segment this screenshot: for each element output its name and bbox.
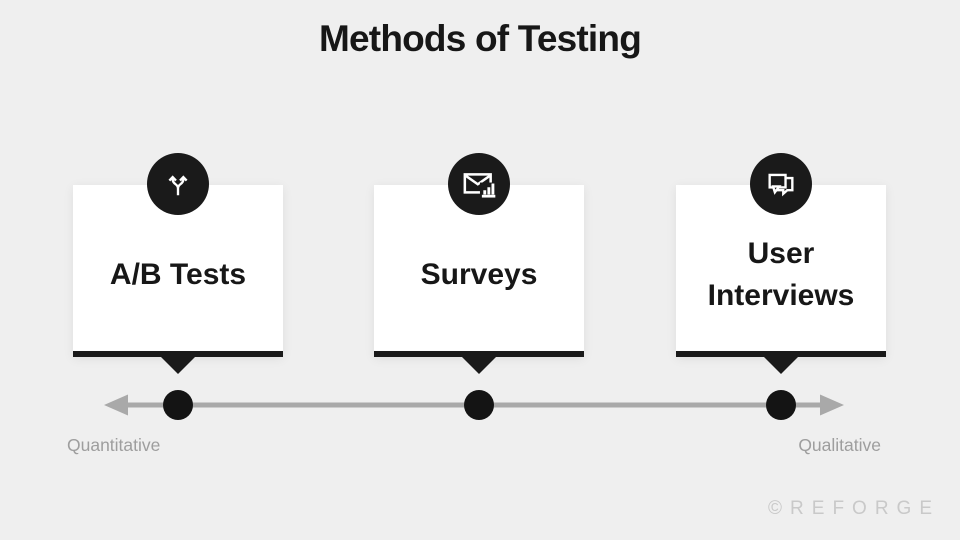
card-label: A/B Tests: [109, 258, 247, 291]
card-pointer: [764, 357, 798, 374]
card-user-interviews: User Interviews: [676, 153, 886, 374]
card-label: User Interviews: [707, 237, 855, 312]
card-label: Surveys: [420, 258, 538, 291]
survey-email-chart-icon: [448, 153, 510, 215]
split-arrows-icon-glyph: [168, 175, 188, 196]
card-bottom-bar: [676, 351, 886, 357]
card-pointer: [462, 357, 496, 374]
right-arrowhead-icon: [820, 394, 844, 416]
axis-dot: [766, 390, 796, 420]
card-ab-tests: A/B Tests: [73, 153, 283, 374]
axis-label-qualitative: Qualitative: [798, 435, 881, 455]
left-arrowhead-icon: [104, 394, 128, 416]
split-arrows-icon: [147, 153, 209, 215]
page-title: Methods of Testing: [319, 18, 642, 59]
axis-dot: [464, 390, 494, 420]
reforge-watermark: ©REFORGE: [768, 498, 940, 519]
chat-bubbles-icon: [750, 153, 812, 215]
card-bottom-bar: [73, 351, 283, 357]
card-surveys: Surveys: [374, 153, 584, 374]
chat-bubbles-icon-glyph: [768, 173, 794, 197]
card-pointer: [161, 357, 195, 374]
survey-email-chart-icon-glyph: [463, 173, 497, 199]
axis-label-quantitative: Quantitative: [67, 435, 161, 455]
card-bottom-bar: [374, 351, 584, 357]
spectrum-axis: [104, 390, 844, 420]
axis-dot: [163, 390, 193, 420]
